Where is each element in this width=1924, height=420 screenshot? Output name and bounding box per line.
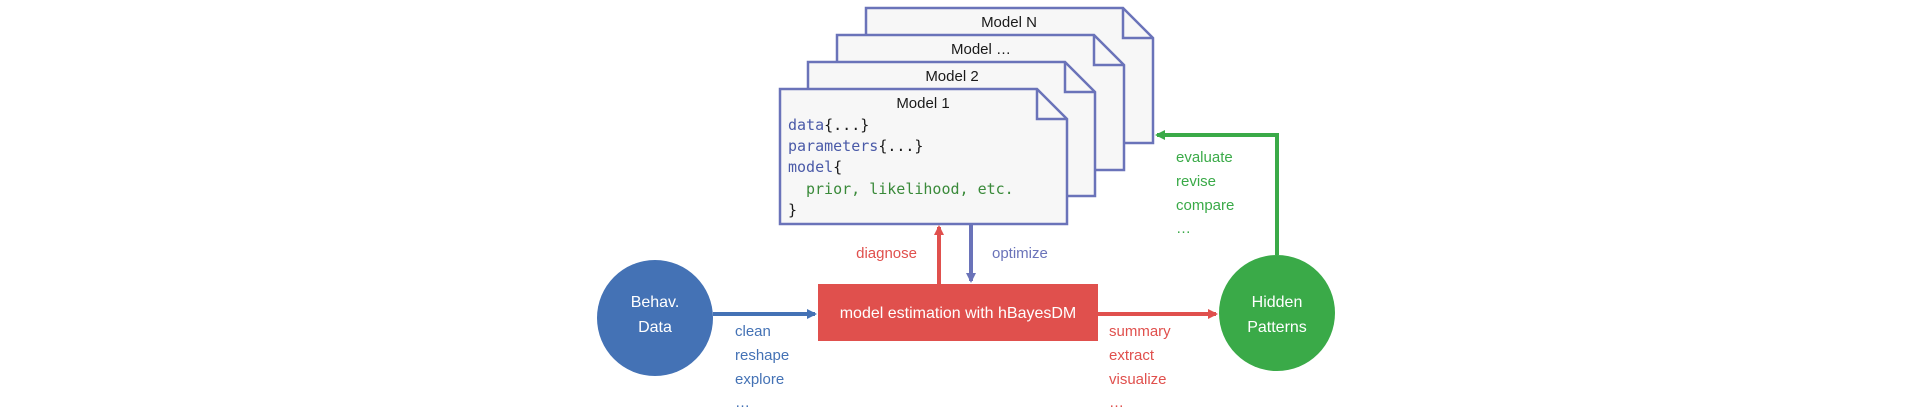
feedback-step: evaluate — [1176, 149, 1233, 166]
stan-code-block: data{...} parameters{...} model{ prior, … — [788, 116, 1014, 219]
code-line-model: model{ — [788, 158, 842, 176]
data-step: clean — [735, 323, 771, 340]
feedback-step: revise — [1176, 173, 1216, 190]
estimation-box: model estimation with hBayesDM — [818, 284, 1098, 341]
hidden-label-line2: Patterns — [1247, 319, 1307, 336]
behav-label-line1: Behav. — [631, 294, 680, 311]
feedback-step: compare — [1176, 197, 1234, 214]
output-steps-list: summary extract visualize … — [1109, 323, 1171, 411]
code-line-parameters: parameters{...} — [788, 137, 923, 155]
data-step: explore — [735, 371, 784, 388]
output-step: … — [1109, 394, 1124, 411]
data-steps-list: clean reshape explore … — [735, 323, 789, 411]
feedback-step: … — [1176, 220, 1191, 237]
arrow-feedback-to-models — [1155, 130, 1279, 255]
model-dots-label: Model … — [951, 41, 1011, 58]
code-line-prior: prior, likelihood, etc. — [806, 180, 1014, 198]
code-line-close: } — [788, 201, 797, 219]
hidden-patterns-node: Hidden Patterns — [1219, 255, 1335, 371]
estimation-label: model estimation with hBayesDM — [840, 305, 1077, 322]
code-line-data: data{...} — [788, 116, 869, 134]
hidden-label-line1: Hidden — [1252, 294, 1303, 311]
data-step: reshape — [735, 347, 789, 364]
output-step: visualize — [1109, 371, 1167, 388]
model-1-label: Model 1 — [896, 95, 949, 112]
model-card-1: Model 1 — [778, 87, 1069, 226]
data-step: … — [735, 394, 750, 411]
model-n-label: Model N — [981, 14, 1037, 31]
behav-label-line2: Data — [638, 319, 672, 336]
optimize-label: optimize — [992, 245, 1048, 262]
output-step: extract — [1109, 347, 1155, 364]
behav-data-node: Behav. Data — [597, 260, 713, 376]
diagnose-label: diagnose — [856, 245, 917, 262]
model-2-label: Model 2 — [925, 68, 978, 85]
output-step: summary — [1109, 323, 1171, 340]
feedback-steps-list: evaluate revise compare … — [1176, 149, 1234, 237]
